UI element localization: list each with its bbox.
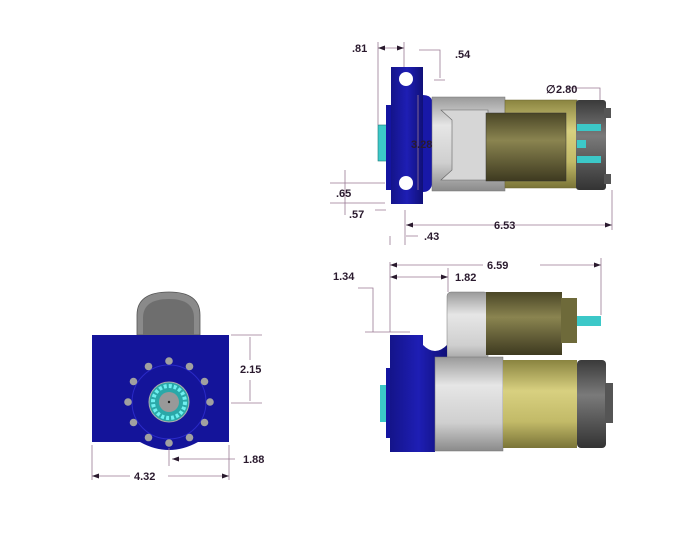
dimension-arrow [172, 456, 179, 462]
front-view: 2.15 1.88 4.32 [91, 291, 264, 483]
terminal [577, 124, 601, 131]
dim-overall-length-top: 6.53 [494, 220, 515, 232]
mounting-flange [390, 335, 447, 452]
motor-housing [503, 360, 577, 448]
solenoid-end-inner [143, 299, 194, 335]
side-view: 6.59 1.82 1.34 [333, 258, 613, 452]
end-cap [576, 100, 606, 190]
dimension-arrow [441, 274, 448, 280]
dimension-arrow [406, 222, 413, 228]
end-cap-tab [604, 174, 611, 184]
dim-solenoid-height: 1.34 [333, 271, 355, 283]
dimension-arrow [390, 262, 397, 268]
bolt-hole [144, 433, 153, 442]
terminal [577, 140, 586, 148]
dimension-arrow [378, 45, 385, 51]
end-cap-boss [605, 383, 613, 423]
pinion-axis [167, 400, 171, 404]
dim-overall-length-side: 6.59 [487, 260, 508, 272]
dim-hole-spacing: 3.28 [411, 139, 432, 151]
flange-step [386, 105, 392, 190]
dimension-arrow [594, 262, 601, 268]
nose-housing [434, 356, 504, 452]
terminal [577, 156, 601, 163]
dim-diameter: 2.80 [556, 84, 577, 96]
bolt-hole [200, 377, 209, 386]
bolt-hole [185, 362, 194, 371]
dim-front-height: 2.15 [240, 364, 261, 376]
bolt-circle [131, 364, 207, 440]
dim-center-offset: 1.88 [243, 454, 264, 466]
solenoid-body [485, 112, 567, 182]
bolt-holes [124, 357, 214, 447]
pinion-teeth [151, 384, 187, 420]
bolt-hole [124, 398, 132, 406]
dimension-arrow [605, 222, 612, 228]
dim-solenoid-offset: 1.82 [455, 272, 476, 284]
pinion-gear [380, 385, 390, 422]
solenoid-housing [446, 291, 489, 369]
solenoid-terminal [577, 316, 601, 326]
solenoid-body [486, 292, 562, 355]
top-view: .81 .54 ∅ 2.80 3.28 .65 .57 .43 6.53 [330, 42, 613, 245]
dim-hole-offset: .54 [455, 49, 471, 61]
dim-diameter-symbol: ∅ [546, 84, 556, 96]
mounting-hole [399, 176, 413, 190]
dim-offset-b: .57 [349, 209, 364, 221]
bolt-hole [200, 418, 209, 427]
bolt-hole [165, 439, 173, 447]
flange-boss [423, 95, 432, 192]
flange-step [386, 368, 392, 438]
end-cap-tab [604, 108, 611, 118]
bolt-hole [165, 357, 173, 365]
dim-offset-c: .43 [424, 231, 439, 243]
bolt-hole [206, 398, 214, 406]
dim-flange-width: .81 [352, 43, 367, 55]
dim-offset-a: .65 [336, 188, 351, 200]
bolt-hole [129, 418, 138, 427]
end-cap [577, 360, 606, 448]
bolt-hole [144, 362, 153, 371]
dim-front-width: 4.32 [134, 471, 155, 483]
dimension-arrow [397, 45, 404, 51]
drive-cone [440, 109, 489, 181]
mounting-hole [399, 72, 413, 86]
bolt-hole [185, 433, 194, 442]
solenoid-end [561, 298, 577, 343]
dimension-arrow [92, 473, 99, 479]
dimension-arrow [222, 473, 229, 479]
bolt-hole [129, 377, 138, 386]
dimension-arrow [390, 274, 397, 280]
